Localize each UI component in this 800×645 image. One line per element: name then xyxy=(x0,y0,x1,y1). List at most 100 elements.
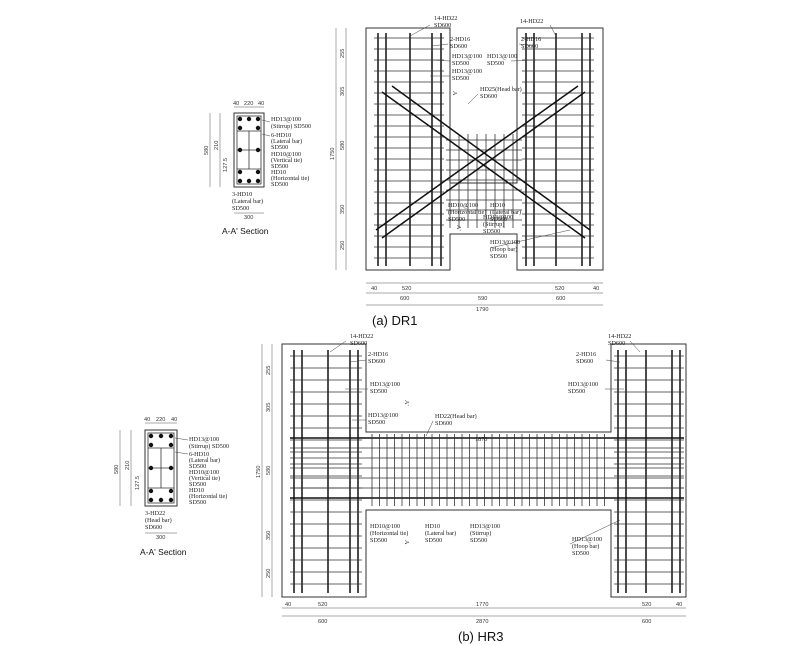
rebar-dot xyxy=(168,497,174,503)
hr3-lat10-grade: SD500 xyxy=(425,537,442,544)
rebar-dot xyxy=(158,433,164,439)
rebar-dot xyxy=(148,442,154,448)
hr3-sec-top220: 220 xyxy=(156,417,165,423)
rebar-dot xyxy=(237,178,243,184)
dr1-dim-total-w: 1790 xyxy=(476,307,488,313)
dr1-hoop-name: (Hoop bar) xyxy=(490,246,517,253)
dr1-section: HD13@100 (Stirrup) SD500 6-HD10 (Lateral… xyxy=(204,101,311,236)
hr3-hoop-grade: SD500 xyxy=(572,550,589,557)
hr3-sec-h127: 127.5 xyxy=(135,476,141,490)
hr3-stir4-name: (Stirrup) xyxy=(470,530,491,537)
rebar-dot xyxy=(255,147,261,153)
dr1-sec-w: 300 xyxy=(244,215,253,221)
dr1-leaders xyxy=(409,24,571,249)
hr3-dim-520a: 520 xyxy=(318,602,327,608)
hr3-sec-ht: HD10 xyxy=(189,487,204,494)
dr1-stir1-grade: SD500 xyxy=(452,60,469,67)
hr3-dim-255: 255 xyxy=(266,366,272,375)
dr1-sec-h210: 210 xyxy=(214,141,220,150)
hr3-elevation: 14-HD22 SD600 14-HD22 SD600 2-HD16 SD600… xyxy=(256,333,687,625)
hr3-stir-r: HD13@100 xyxy=(568,381,598,388)
dr1-dim-255: 255 xyxy=(340,49,346,58)
hr3-htie-grade: SD500 xyxy=(370,537,387,544)
dr1-section-outline xyxy=(233,112,265,188)
rebar-dot xyxy=(237,116,243,122)
dr1-caption: (a) DR1 xyxy=(372,313,418,328)
hr3-sec-top40a: 40 xyxy=(144,417,150,423)
dr1-dim-590: 590 xyxy=(478,296,487,302)
dr1-sec-lat2: (Lateral bar) xyxy=(271,138,302,145)
dr1-hoop-grade: SD500 xyxy=(490,253,507,260)
dr1-lat-left-grade: SD600 xyxy=(450,43,467,50)
hr3-right-longitudinal-bars xyxy=(617,350,681,593)
hr3-dim-350: 350 xyxy=(266,531,272,540)
hr3-dimensions xyxy=(261,344,686,617)
hr3-right-hoops xyxy=(614,355,684,585)
rebar-dot xyxy=(255,125,261,131)
hr3-sec-top40b: 40 xyxy=(171,417,177,423)
hr3-dim-600b: 600 xyxy=(642,619,651,625)
hr3-lat-right: 2-HD16 xyxy=(576,351,596,358)
dr1-head-grade: SD600 xyxy=(480,93,497,100)
dr1-lat10-name: (Lateral bar) xyxy=(490,209,521,216)
dr1-dim-600b: 600 xyxy=(556,296,565,302)
dr1-dim-250: 250 xyxy=(340,241,346,250)
dr1-sec-stirrup: HD13@100 xyxy=(271,116,301,123)
dr1-head: HD25(Head bar) xyxy=(480,86,522,93)
hr3-mid: 1870 xyxy=(475,436,487,443)
hr3-dim-250: 250 xyxy=(266,569,272,578)
dr1-sec-lat3: SD500 xyxy=(271,144,288,151)
hr3-lat-left-grade: SD600 xyxy=(368,358,385,365)
hr3-stir1: HD13@100 xyxy=(370,381,400,388)
hr3-stir2: HD13@100 xyxy=(368,412,398,419)
dr1-elevation: 14-HD22 SD600 14-HD22 2-HD16 SD600 2-HD1… xyxy=(330,15,604,313)
dr1-top-left-grade: SD600 xyxy=(434,22,451,29)
hr3-cut-top: A' xyxy=(403,400,410,406)
dr1-htie: HD10@100 xyxy=(448,202,478,209)
dr1-stir2: HD13@100 xyxy=(452,68,482,75)
dr1-sec-vt3: SD500 xyxy=(271,163,288,170)
dr1-section-title: A-A' Section xyxy=(222,226,269,236)
hr3-cut-bottom: A xyxy=(403,540,410,545)
hr3-hoop-name: (Hoop bar) xyxy=(572,543,599,550)
dr1-stir1: HD13@100 xyxy=(452,53,482,60)
hr3-stir-r-grade: SD500 xyxy=(568,388,585,395)
hr3-sec-ht3: SD500 xyxy=(189,499,206,506)
dr1-dim-350: 350 xyxy=(340,205,346,214)
hr3-sec-stirrup: HD13@100 xyxy=(189,436,219,443)
dr1-dim-40b: 40 xyxy=(593,286,599,292)
hr3-lat10-name: (Lateral bar) xyxy=(425,530,456,537)
hr3-stir4-grade: SD500 xyxy=(470,537,487,544)
hr3-stir1-grade: SD500 xyxy=(370,388,387,395)
dr1-dim-580: 580 xyxy=(340,141,346,150)
rebar-dot xyxy=(246,178,252,184)
dr1-lat-left: 2-HD16 xyxy=(450,36,470,43)
rebar-dot xyxy=(148,465,154,471)
hr3-sec-lat2: (Lateral bar) xyxy=(189,457,220,464)
dr1-dim-40a: 40 xyxy=(371,286,377,292)
dr1-dim-520b: 520 xyxy=(555,286,564,292)
rebar-dot xyxy=(255,178,261,184)
hr3-dim-total-h: 1750 xyxy=(256,466,262,478)
dr1-sec-bottom: 3-HD10 xyxy=(232,191,252,198)
rebar-dot xyxy=(237,169,243,175)
dr1-stir4-grade: SD500 xyxy=(483,228,500,235)
rebar-dot xyxy=(168,488,174,494)
hr3-beam-bars xyxy=(290,434,684,506)
dr1-cut-top: A xyxy=(451,91,458,96)
dr1-sec-top220: 220 xyxy=(244,101,253,107)
rebar-dot xyxy=(246,116,252,122)
dr1-right-longitudinal-bars xyxy=(525,33,591,266)
hr3-lat-right-grade: SD600 xyxy=(576,358,593,365)
dr1-sec-top40a: 40 xyxy=(233,101,239,107)
hr3-section-title: A-A' Section xyxy=(140,547,187,557)
rebar-dot xyxy=(255,169,261,175)
hr3-left-hoops xyxy=(290,355,362,585)
hr3-hoop: HD13@100 xyxy=(572,536,602,543)
dr1-lat10: HD10 xyxy=(490,202,505,209)
hr3-outline xyxy=(281,343,687,598)
dr1-sec-top40b: 40 xyxy=(258,101,264,107)
dr1-stir2-grade: SD500 xyxy=(452,75,469,82)
dr1-lat-right-grade: SD600 xyxy=(521,43,538,50)
